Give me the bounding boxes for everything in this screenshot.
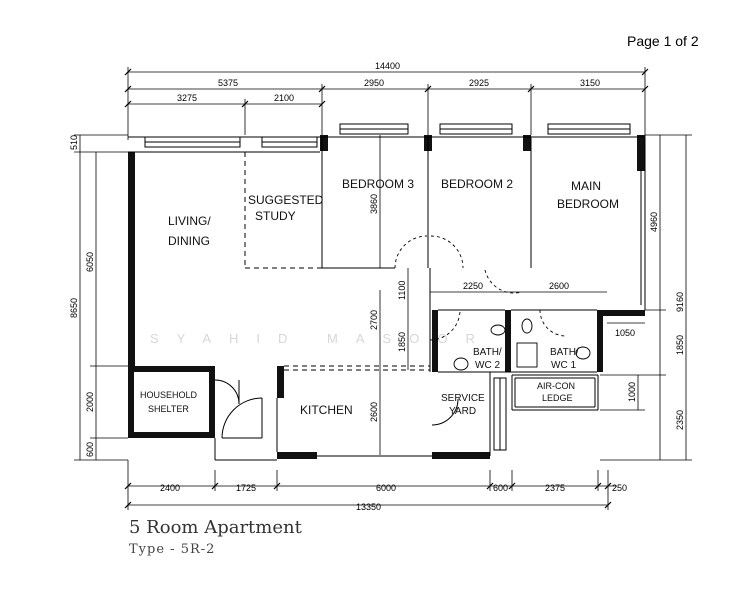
dim-right-1850: 1850 [675,335,685,355]
page-label: Page 1 of 2 [627,33,699,49]
dim-bottom-2400: 2400 [160,483,180,493]
dim-top-row2-4: 3150 [580,78,600,88]
dim-interior-1100: 1100 [397,281,407,300]
dim-interior-2600-kitchen: 2600 [369,402,379,422]
dim-top-row2-2: 2950 [364,78,384,88]
dim-interior-3860: 3860 [369,194,379,214]
dim-interior-2250: 2250 [463,281,483,291]
room-bath1-line1: BATH/ [550,347,579,358]
door-swings [394,235,567,341]
dim-left-2000: 2000 [85,392,95,412]
room-living-line2: DINING [168,234,210,248]
dim-top-row3-1: 3275 [177,93,197,103]
room-bedroom2: BEDROOM 2 [441,177,513,191]
dim-bottom-total: 13350 [356,502,381,512]
dim-top-row2-3: 2925 [469,78,489,88]
dim-top-total: 14400 [375,61,400,71]
room-aircon-line2: LEDGE [542,393,573,403]
room-bath1-line2: WC 1 [551,360,576,371]
dim-left-510: 510 [69,135,79,150]
dim-right-4960: 4960 [649,212,659,232]
room-service-line2: YARD [449,406,476,417]
dim-right-2350: 2350 [675,410,685,430]
room-living-line1: LIVING/ [168,214,211,228]
bathroom-fixtures [453,318,591,371]
door-leaves [214,377,507,451]
dim-bottom-1725: 1725 [236,483,256,493]
windows [144,123,631,148]
room-household-line1: HOUSEHOLD [140,390,198,400]
dim-interior-2600: 2600 [549,281,569,291]
room-study-line1: SUGGESTED [248,193,324,207]
room-bath2-line2: WC 2 [475,360,500,371]
dim-left-6050: 6050 [85,252,95,272]
dimension-ticks [124,68,649,509]
room-bath2-line1: BATH/ [473,347,502,358]
caption-title: 5 Room Apartment [129,517,302,538]
dashed-partitions [244,152,430,371]
dim-interior-1050: 1050 [615,328,635,338]
dim-bottom-600: 600 [493,483,508,493]
dim-top-row3-2: 2100 [274,93,294,103]
dim-top-row2-1: 5375 [218,78,238,88]
dim-bottom-6000: 6000 [376,483,396,493]
room-aircon-line1: AIR-CON [537,381,575,391]
dim-bottom-2375: 2375 [545,483,565,493]
dim-right-9160: 9160 [675,292,685,312]
room-bedroom3: BEDROOM 3 [342,177,414,191]
caption-type: Type - 5R-2 [129,542,216,557]
room-main-bedroom-line2: BEDROOM [557,197,619,211]
room-study-line2: STUDY [255,209,296,223]
dim-bottom-250: 250 [612,483,627,493]
dim-interior-1850: 1850 [397,332,407,352]
dim-left-8650: 8650 [69,298,79,318]
dim-right-1000: 1000 [627,382,637,402]
room-service-line1: SERVICE [441,393,485,404]
room-kitchen: KITCHEN [300,403,353,417]
watermark: SYAHID MASOOR [150,331,493,346]
room-household-line2: SHELTER [148,404,189,414]
dim-interior-2700: 2700 [369,310,379,330]
room-main-bedroom-line1: MAIN [571,179,601,193]
dim-left-600: 600 [85,442,95,457]
dimension-lines [74,67,692,510]
